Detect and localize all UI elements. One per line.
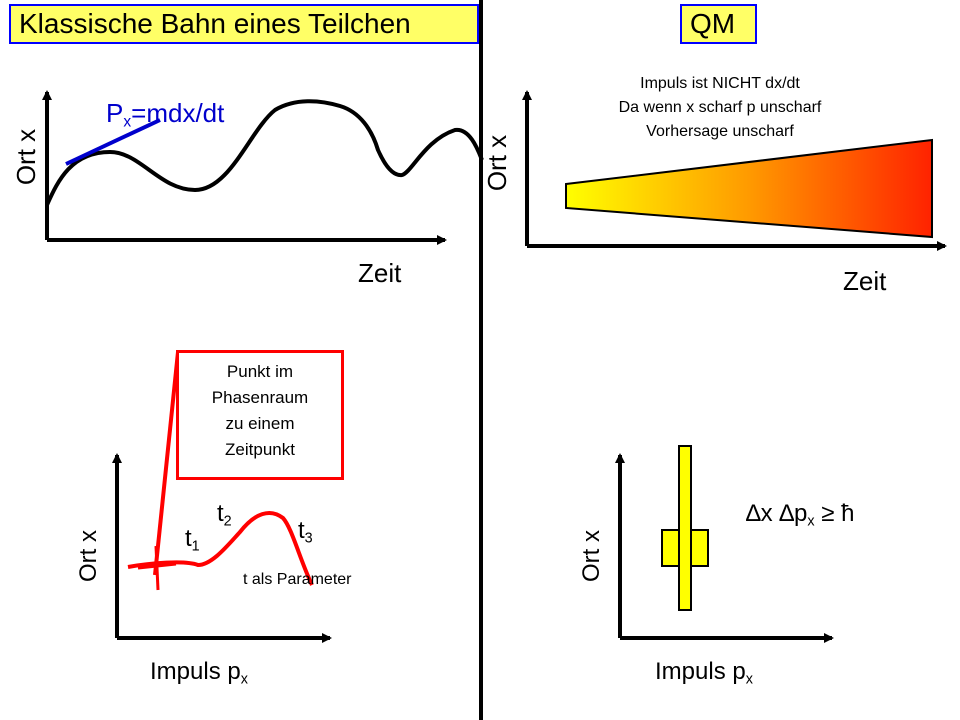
pointer-line (153, 351, 180, 576)
t2-label-sub: 2 (223, 513, 232, 530)
t3-label: t3 (298, 517, 313, 546)
trajectory-curve (45, 99, 484, 206)
t1-label-sub: 1 (191, 538, 200, 555)
tangent-label-p: P (106, 98, 124, 128)
t2-label: t2 (217, 500, 232, 529)
t1-label: t1 (185, 525, 200, 554)
uncertainty-box-tall (678, 445, 692, 611)
tangent-line (65, 118, 161, 166)
bottom-right-x-label: Impuls px (655, 658, 753, 687)
bottom-right-x-label-sub: x (745, 671, 753, 688)
uncertainty-relation: ∆x ∆px ≥ ħ (746, 500, 854, 529)
tangent-label: Px=mdx/dt (106, 98, 224, 132)
callout-line-3: zu einem (225, 414, 295, 433)
bottom-right-y-label: Ort x (578, 530, 605, 582)
top-right-y-label: Ort x (482, 134, 512, 192)
right-title-text: QM (690, 8, 736, 39)
t3-label-sub: 3 (304, 530, 313, 547)
left-title-text: Klassische Bahn eines Teilchen (19, 8, 411, 39)
callout-line-2: Phasenraum (211, 388, 309, 407)
uncertainty-wedge (565, 138, 933, 239)
t1-label-text: t (185, 525, 192, 552)
bottom-left-x-label-sub: x (240, 671, 248, 688)
qm-note-line-3: Vorhersage unscharf (646, 123, 794, 140)
top-right-x-label: Zeit (843, 266, 887, 296)
tangent-label-sub: x (123, 113, 132, 131)
phase-space-curve (127, 511, 314, 586)
relation-rest: ≥ ħ (814, 500, 855, 527)
top-left-y-label: Ort x (11, 128, 41, 186)
qm-note-line-2: Da wenn x scharf p unscharf (618, 99, 822, 116)
phase-point-callout: Punkt im Phasenraum zu einem Zeitpunkt (176, 350, 344, 480)
left-title: Klassische Bahn eines Teilchen (9, 4, 479, 44)
tangent-label-rest: =mdx/dt (131, 98, 225, 128)
phase-point-marker-vertical (154, 545, 160, 591)
bottom-left-x-label-text: Impuls p (150, 658, 241, 685)
qm-note-line-1: Impuls ist NICHT dx/dt (640, 75, 800, 92)
param-note: t als Parameter (243, 571, 352, 588)
qm-note: Impuls ist NICHT dx/dt Da wenn x scharf … (560, 72, 880, 144)
callout-line-4: Zeitpunkt (225, 440, 295, 459)
bottom-left-x-label: Impuls px (150, 658, 248, 687)
t3-label-text: t (298, 517, 305, 544)
relation-text: ∆x ∆p (746, 500, 808, 527)
bottom-left-y-label: Ort x (75, 530, 102, 582)
relation-sub: x (807, 513, 815, 530)
right-title: QM (680, 4, 757, 44)
t2-label-text: t (217, 500, 224, 527)
bottom-right-x-label-text: Impuls p (655, 658, 746, 685)
top-left-x-label: Zeit (358, 258, 402, 288)
callout-line-1: Punkt im (226, 362, 294, 381)
